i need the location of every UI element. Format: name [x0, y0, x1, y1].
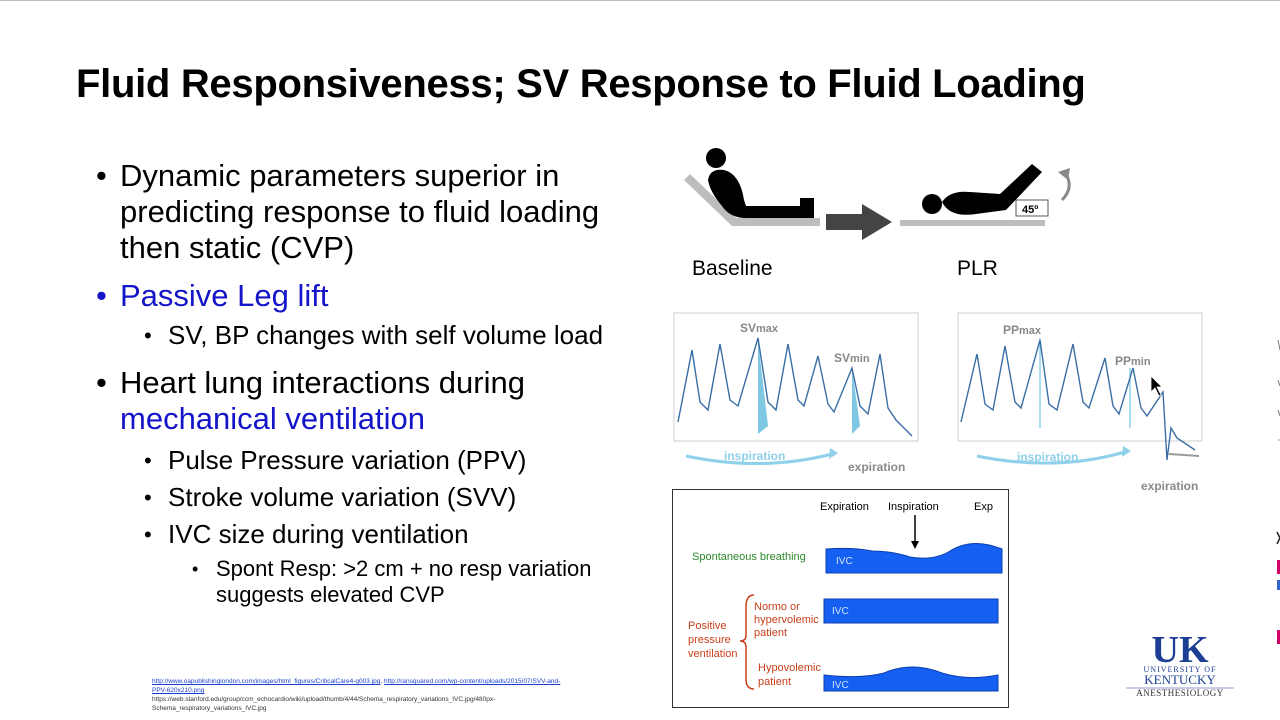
ivc-exp-header: Exp — [974, 501, 993, 513]
normo-label-3: patient — [754, 627, 787, 639]
svg-text:IVC: IVC — [832, 606, 849, 617]
heart-lung-text: Heart lung interactions during — [120, 365, 525, 400]
pp-waveform — [960, 339, 1196, 461]
sv-max-label: SVmax — [740, 321, 779, 335]
ivc-inspiration-header: Inspiration — [888, 501, 939, 513]
uk-mark: UK — [1152, 629, 1209, 671]
sv-frame — [673, 312, 919, 442]
slide-title: Fluid Responsiveness; SV Response to Flu… — [76, 62, 1086, 106]
reference-link-2[interactable]: http://ransquared.com/wp-content/uploads… — [152, 678, 561, 694]
pp-inspiration-label: inspiration — [1017, 450, 1078, 464]
sv-inspiration-arrow — [685, 452, 833, 466]
cropped-edge-marks — [1276, 339, 1280, 644]
reference-line-3: https://web.stanford.edu/group/ccm_echoc… — [152, 696, 496, 712]
uk-university-text: UNIVERSITY OF — [1144, 665, 1217, 674]
baseline-bed-icon — [684, 148, 820, 226]
mechanical-ventilation-text: mechanical ventilation — [120, 401, 426, 436]
sub-bullet-ivc: IVC size during ventilation — [144, 519, 656, 550]
normo-label-1: Normo or — [754, 601, 800, 613]
ivc-spontaneous-shape — [825, 543, 1003, 574]
angle-label: 45º — [1022, 204, 1038, 216]
svg-text:IVC: IVC — [836, 556, 853, 567]
normo-label-2: hypervolemic — [754, 614, 819, 626]
sub-bullet-svv: Stroke volume variation (SVV) — [144, 482, 656, 513]
bracket — [739, 594, 755, 690]
sv-min-label: SVmin — [834, 351, 870, 365]
sub-sub-bullet-spont-resp: Spont Resp: >2 cm + no resp variation su… — [192, 556, 656, 608]
sv-min-highlight — [852, 368, 860, 434]
hypo-label-2: patient — [758, 676, 791, 688]
ivc-normo-shape — [823, 598, 999, 624]
plr-bed-icon — [900, 164, 1071, 226]
bullet-passive-leg-lift: Passive Leg lift — [96, 278, 656, 314]
uk-department-text: ANESTHESIOLOGY — [1136, 688, 1224, 698]
sub-bullet-ppv: Pulse Pressure variation (PPV) — [144, 445, 656, 476]
pp-max-label: PPmax — [1003, 323, 1042, 337]
pp-expiration-label: expiration — [1141, 479, 1198, 493]
positive-pressure-label-1: Positive — [688, 620, 727, 632]
bullet-dynamic-parameters: Dynamic parameters superior in predictin… — [96, 158, 656, 266]
uk-kentucky-text: KENTUCKY — [1144, 672, 1216, 687]
bullet-list: Dynamic parameters superior in predictin… — [96, 158, 656, 608]
plr-label: PLR — [957, 257, 998, 280]
sub-bullet-sv-bp: SV, BP changes with self volume load — [144, 320, 656, 351]
reference-link-1[interactable]: http://www.oapublishinglondon.com/images… — [152, 678, 381, 685]
top-border — [0, 0, 1280, 1]
ivc-hypo-shape — [823, 666, 999, 692]
sv-max-highlight — [758, 340, 768, 434]
pp-inspiration-arrow — [976, 450, 1126, 465]
sv-expiration-label: expiration — [848, 460, 905, 474]
university-of-kentucky-logo: UK UNIVERSITY OF KENTUCKY ANESTHESIOLOGY — [1126, 629, 1234, 698]
hypo-label-1: Hypovolemic — [758, 662, 821, 674]
svg-text:IVC: IVC — [832, 680, 849, 691]
ivc-respiratory-figure: Expiration Inspiration Exp Spontaneous b… — [672, 489, 1009, 708]
positive-pressure-label-2: pressure — [688, 634, 731, 646]
sv-inspiration-label: inspiration — [724, 449, 785, 463]
baseline-label: Baseline — [692, 257, 773, 280]
references: http://www.oapublishinglondon.com/images… — [152, 678, 561, 712]
passive-leg-raise-figure: 45º Baseline PLR — [684, 148, 1071, 280]
ivc-expiration-header: Expiration — [820, 501, 869, 513]
sv-waveform — [677, 337, 913, 437]
pp-variation-figure: PPmax PPmin inspiration expiration — [957, 312, 1203, 493]
positive-pressure-label-3: ventilation — [688, 648, 738, 660]
cursor-icon — [1150, 375, 1163, 397]
arrow-icon — [826, 204, 892, 240]
pp-min-label: PPmin — [1115, 354, 1151, 368]
sv-variation-figure: SVmax SVmin inspiration expiration — [673, 312, 919, 474]
spontaneous-breathing-label: Spontaneous breathing — [692, 551, 806, 563]
bullet-heart-lung: Heart lung interactions during mechanica… — [96, 365, 656, 437]
